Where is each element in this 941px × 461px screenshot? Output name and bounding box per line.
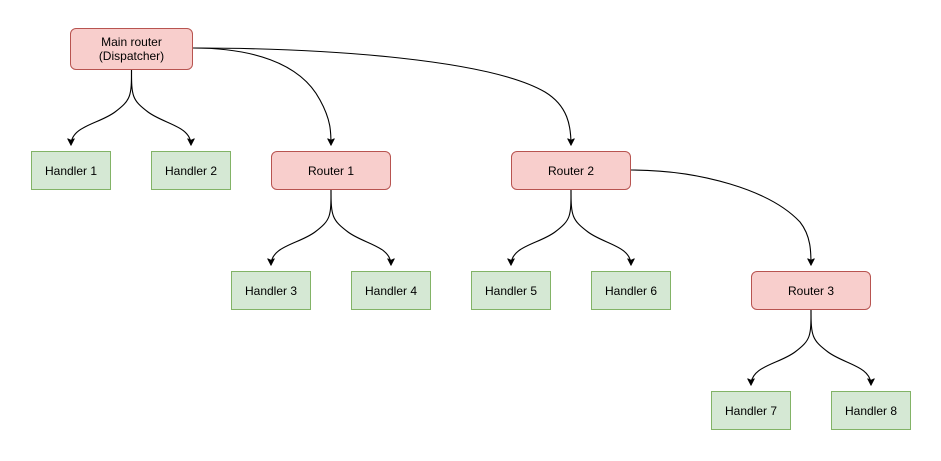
node-router_2[interactable]: Router 2 xyxy=(511,151,631,190)
edge-router_3-to-handler_8 xyxy=(810,309,871,385)
edge-router_1-to-handler_4 xyxy=(330,189,391,265)
edge-router_2-to-handler_5 xyxy=(511,189,572,265)
node-label: Handler 4 xyxy=(364,283,418,298)
edge-main_router-to-handler_2 xyxy=(130,69,192,145)
edge-router_2-to-router_3 xyxy=(630,169,811,265)
node-handler_7[interactable]: Handler 7 xyxy=(711,391,791,430)
node-handler_3[interactable]: Handler 3 xyxy=(231,271,311,310)
node-label: Handler 2 xyxy=(164,163,218,178)
node-label: Handler 1 xyxy=(44,163,98,178)
node-label: Main router (Dispatcher) xyxy=(98,35,165,63)
edge-main_router-to-router_1 xyxy=(192,47,331,145)
node-router_3[interactable]: Router 3 xyxy=(751,271,871,310)
node-label: Handler 7 xyxy=(724,403,778,418)
node-handler_1[interactable]: Handler 1 xyxy=(31,151,111,190)
node-label: Router 2 xyxy=(547,163,595,178)
node-label: Handler 6 xyxy=(604,283,658,298)
node-label: Router 3 xyxy=(787,283,835,298)
node-router_1[interactable]: Router 1 xyxy=(271,151,391,190)
edge-main_router-to-handler_1 xyxy=(71,69,133,145)
node-label: Handler 5 xyxy=(484,283,538,298)
node-handler_8[interactable]: Handler 8 xyxy=(831,391,911,430)
edge-router_3-to-handler_7 xyxy=(751,309,812,385)
edge-main_router-to-router_2 xyxy=(192,47,571,145)
node-label: Handler 3 xyxy=(244,283,298,298)
edges-group xyxy=(71,47,871,385)
node-handler_6[interactable]: Handler 6 xyxy=(591,271,671,310)
node-handler_2[interactable]: Handler 2 xyxy=(151,151,231,190)
node-handler_4[interactable]: Handler 4 xyxy=(351,271,431,310)
edge-router_2-to-handler_6 xyxy=(570,189,631,265)
node-label: Router 1 xyxy=(307,163,355,178)
node-handler_5[interactable]: Handler 5 xyxy=(471,271,551,310)
node-main_router[interactable]: Main router (Dispatcher) xyxy=(70,28,193,70)
edge-router_1-to-handler_3 xyxy=(271,189,332,265)
node-label: Handler 8 xyxy=(844,403,898,418)
